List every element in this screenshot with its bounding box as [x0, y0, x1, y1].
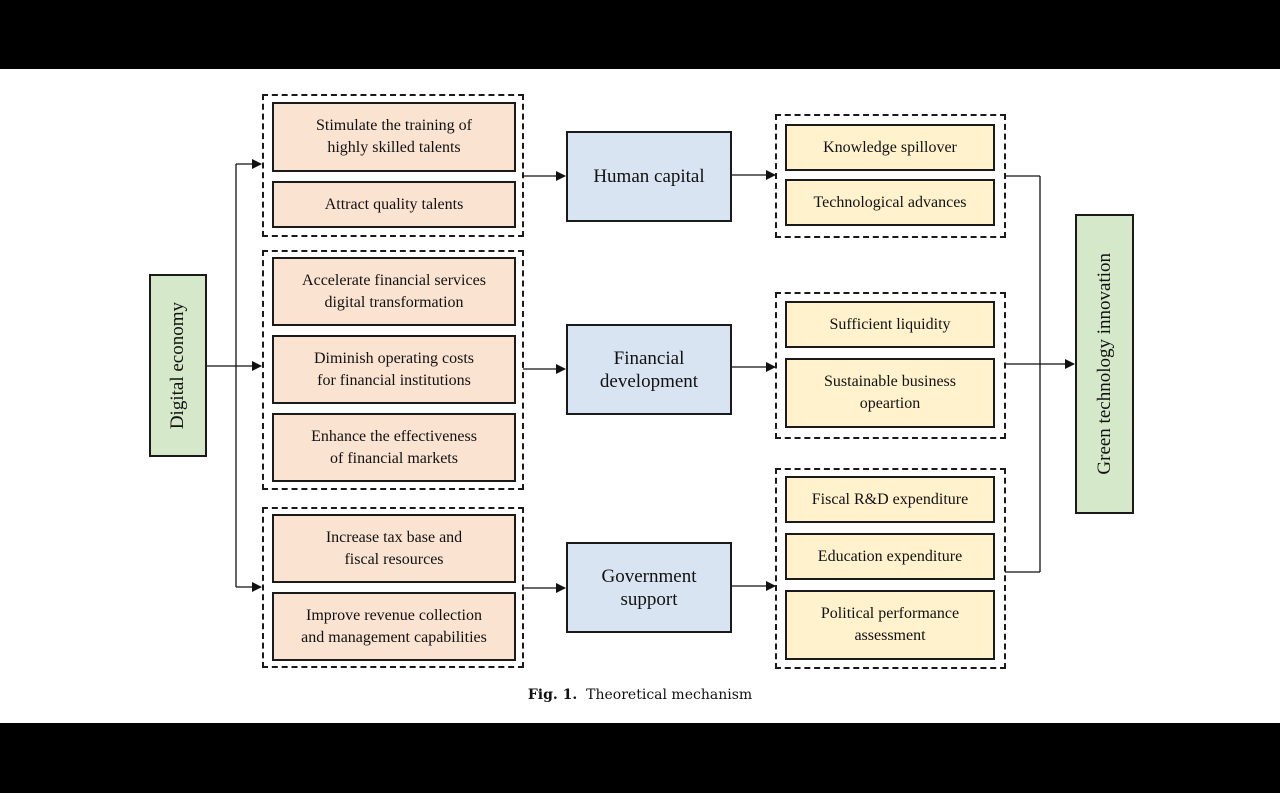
- node-fd-effect-2: Sustainable business opeartion: [785, 358, 995, 428]
- node-fd-driver-1: Accelerate financial services digital tr…: [272, 257, 516, 326]
- node-green-technology-innovation-label: Green technology innovation: [1093, 253, 1115, 475]
- node-gs-driver-1-label: Increase tax base and fiscal resources: [325, 528, 463, 568]
- node-hc-driver-2: Attract quality talents: [272, 181, 516, 228]
- node-fd-effect-2-label: Sustainable business opeartion: [824, 373, 956, 412]
- node-hc-effect-2-label: Technological advances: [813, 193, 967, 211]
- node-digital-economy: Digital economy: [149, 274, 207, 457]
- node-fd-driver-3: Enhance the effectiveness of financial m…: [272, 413, 516, 482]
- figure-caption-label: Fig. 1.: [527, 687, 578, 703]
- node-gs-effect-1: Fiscal R&D expenditure: [785, 476, 995, 523]
- figure-caption: Fig. 1. Theoretical mechanism: [0, 687, 1280, 703]
- node-human-capital-label: Human capital: [593, 166, 705, 187]
- node-fd-driver-3-label: Enhance the effectiveness of financial m…: [311, 427, 477, 467]
- group-hc-effects: [775, 114, 1006, 238]
- node-fd-effect-1-label: Sufficient liquidity: [829, 315, 951, 333]
- group-hc-drivers: [262, 94, 524, 237]
- node-green-technology-innovation: Green technology innovation: [1075, 214, 1134, 514]
- figure-canvas: Digital economy Stimulate the training o…: [0, 69, 1280, 723]
- group-fd-drivers: [262, 250, 524, 490]
- node-gs-driver-2-label: Improve revenue collection and managemen…: [301, 606, 487, 646]
- node-gs-driver-1: Increase tax base and fiscal resources: [272, 514, 516, 583]
- node-gs-effect-1-label: Fiscal R&D expenditure: [811, 490, 969, 508]
- group-fd-effects: [775, 292, 1006, 439]
- node-hc-effect-1-label: Knowledge spillover: [823, 138, 957, 156]
- node-hc-driver-1: Stimulate the training of highly skilled…: [272, 102, 516, 172]
- node-gs-driver-2: Improve revenue collection and managemen…: [272, 592, 516, 661]
- node-hc-effect-1: Knowledge spillover: [785, 124, 995, 171]
- node-government-support-label: Government support: [601, 565, 697, 610]
- node-human-capital: Human capital: [566, 131, 732, 222]
- node-fd-driver-1-label: Accelerate financial services digital tr…: [302, 271, 486, 311]
- node-fd-driver-2: Diminish operating costs for financial i…: [272, 335, 516, 404]
- node-hc-driver-1-label: Stimulate the training of highly skilled…: [316, 117, 472, 156]
- node-gs-effect-2-label: Education expenditure: [817, 547, 963, 565]
- node-fd-driver-2-label: Diminish operating costs for financial i…: [314, 349, 474, 389]
- node-hc-effect-2: Technological advances: [785, 179, 995, 226]
- node-fd-effect-1: Sufficient liquidity: [785, 301, 995, 348]
- group-gs-drivers: [262, 507, 524, 668]
- node-gs-effect-3-label: Political performance assessment: [820, 605, 960, 644]
- node-financial-development: Financial development: [566, 324, 732, 415]
- connector-lines: [207, 159, 1075, 593]
- node-financial-development-label: Financial development: [599, 347, 699, 392]
- group-gs-effects: [775, 468, 1006, 669]
- node-gs-effect-3: Political performance assessment: [785, 590, 995, 660]
- node-digital-economy-label: Digital economy: [167, 301, 188, 430]
- node-hc-driver-2-label: Attract quality talents: [324, 195, 464, 213]
- node-government-support: Government support: [566, 542, 732, 633]
- figure-caption-text: Theoretical mechanism: [586, 687, 753, 703]
- node-gs-effect-2: Education expenditure: [785, 533, 995, 580]
